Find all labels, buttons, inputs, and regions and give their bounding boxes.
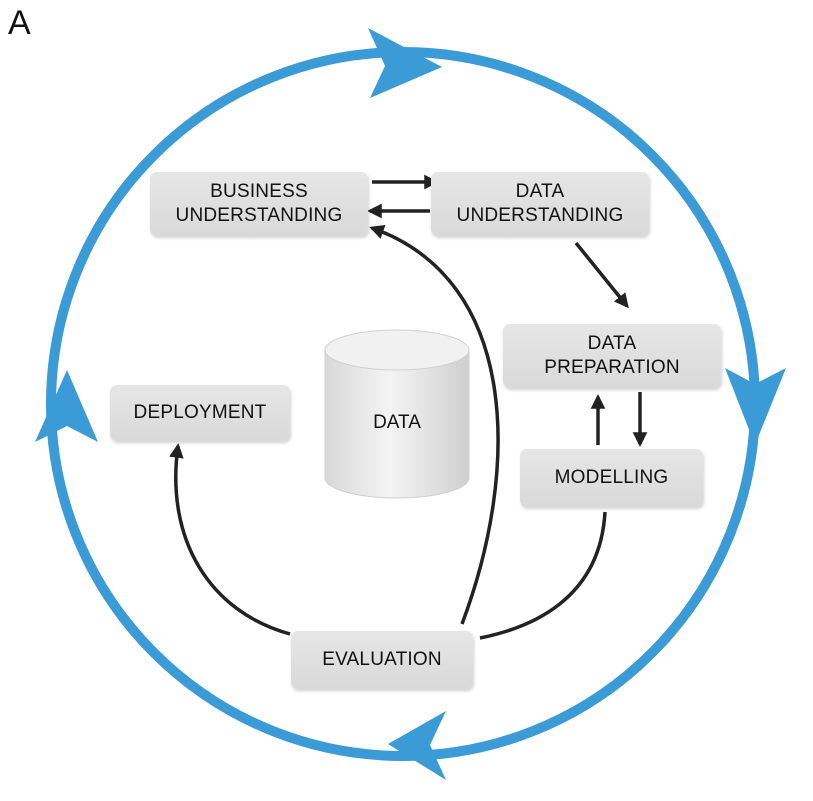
arrow-data-understanding-to-preparation — [574, 241, 629, 309]
data-understanding-node: DATA UNDERSTANDING — [431, 172, 649, 236]
business-understanding-line-2: UNDERSTANDING — [175, 205, 343, 226]
business-understanding-node: BUSINESS UNDERSTANDING — [150, 172, 368, 236]
arrow-evaluation-to-deployment — [169, 443, 291, 636]
data-cylinder-icon — [324, 329, 470, 499]
deployment-label: DEPLOYMENT — [133, 402, 267, 424]
modelling-label: MODELLING — [554, 467, 669, 489]
cycle-arrowhead-left — [35, 370, 98, 442]
data-preparation-line-2: PREPARATION — [544, 357, 680, 378]
evaluation-label: EVALUATION — [322, 649, 442, 671]
arrow-modelling-to-evaluation — [479, 511, 607, 640]
data-understanding-line-1: DATA — [515, 181, 565, 203]
deployment-node: DEPLOYMENT — [110, 385, 290, 441]
data-understanding-line-2: UNDERSTANDING — [456, 205, 624, 226]
modelling-node: MODELLING — [520, 449, 703, 507]
business-understanding-line-1: BUSINESS — [210, 181, 308, 203]
cycle-arrowhead-bottom — [388, 711, 446, 780]
data-preparation-line-1: DATA — [587, 333, 637, 355]
data-preparation-node: DATA PREPARATION — [503, 324, 721, 388]
cycle-arrowhead-top — [368, 28, 442, 98]
arrow-evaluation-to-business — [369, 224, 500, 625]
panel-label: A — [8, 4, 31, 42]
evaluation-node: EVALUATION — [291, 631, 473, 689]
data-cylinder-label: DATA — [373, 412, 421, 433]
cycle-arrowhead-right — [725, 368, 786, 445]
